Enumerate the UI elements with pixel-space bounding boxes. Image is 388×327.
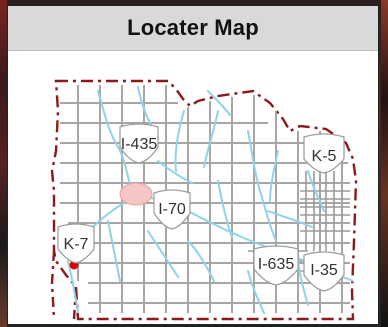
highway-shield-k-7: K-7 [57,223,95,264]
highway-shield-i-435: I-435 [119,123,159,164]
highway-label: K-5 [312,148,337,165]
highway-label: I-70 [158,201,186,218]
highlight-area [119,182,153,206]
map-area[interactable]: I-435 K-5 I-70 K-7 I-635 [8,51,378,324]
panel-header: Locater Map [8,6,378,51]
highway-shield-i-70: I-70 [153,189,191,230]
highway-shield-i-35: I-35 [303,251,345,292]
boundary-appendage [50,250,78,320]
highway-label: K-7 [64,236,89,253]
panel-title: Locater Map [127,15,259,40]
locater-map-graphic: I-435 K-5 I-70 K-7 I-635 [50,79,358,321]
locater-map-panel: Locater Map [7,5,379,325]
background-right-edge [381,0,388,327]
highway-shield-k-5: K-5 [303,133,345,174]
highway-shield-i-635: I-635 [253,245,299,286]
highway-label: I-635 [258,256,295,273]
highway-label: I-435 [121,136,158,153]
background-left-edge [0,0,7,327]
highway-label: I-35 [310,262,338,279]
